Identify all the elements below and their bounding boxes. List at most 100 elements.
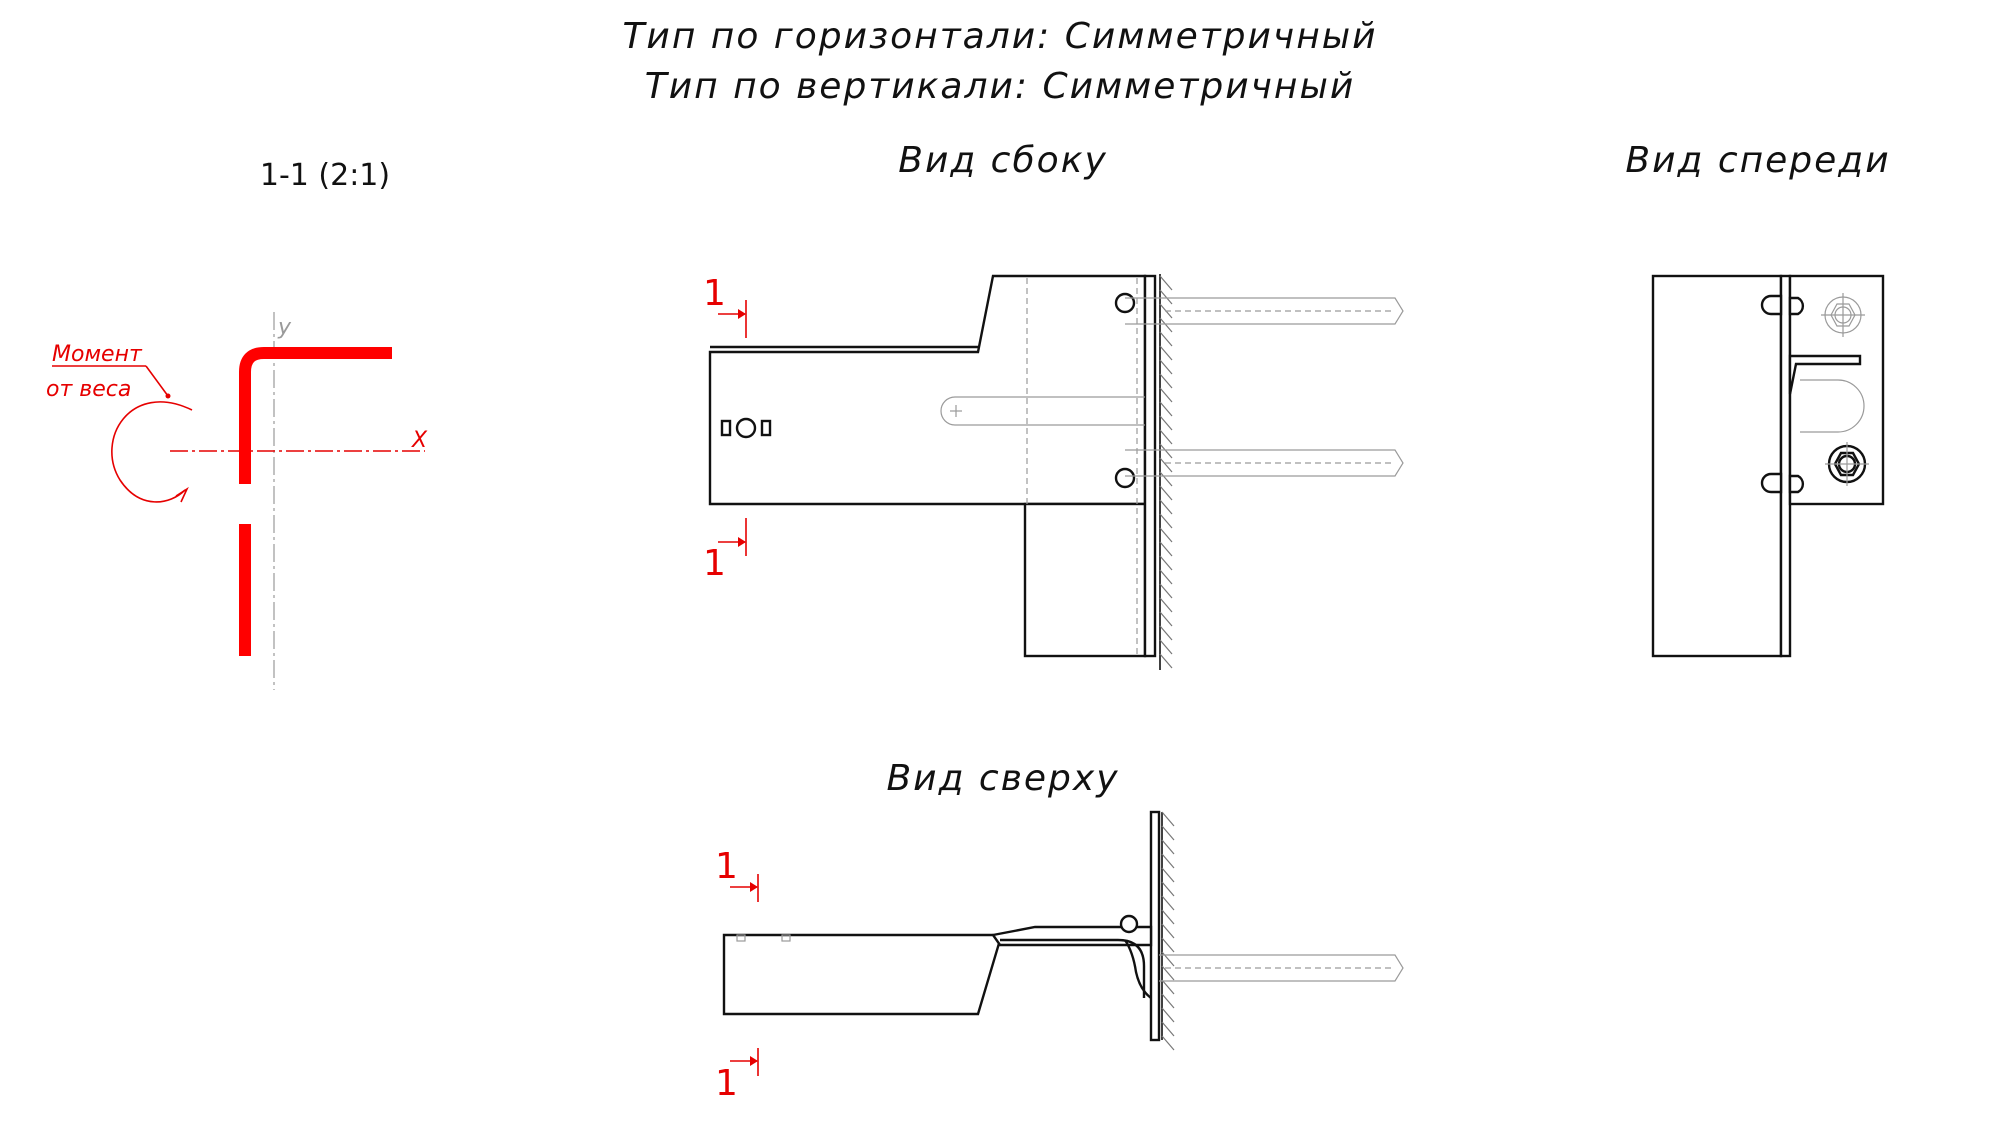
hatch-stroke bbox=[1159, 401, 1173, 417]
hatch-stroke bbox=[1161, 1021, 1175, 1037]
side-cut-mark-lower: 1 bbox=[703, 543, 726, 584]
hatch-stroke bbox=[1159, 569, 1173, 585]
hatch-stroke bbox=[1159, 275, 1173, 291]
moment-label-line2: от веса bbox=[46, 377, 131, 402]
front-bent-tab bbox=[1788, 354, 1862, 395]
hatch-stroke bbox=[1159, 429, 1173, 445]
side-cut-arrow-upper-head bbox=[738, 309, 746, 319]
hatch-stroke bbox=[1159, 597, 1173, 613]
top-cut-arrow-lower-head bbox=[750, 1056, 758, 1066]
hatch-stroke bbox=[1159, 555, 1173, 571]
side-fixing-hole bbox=[735, 417, 757, 439]
top-weld-fillet bbox=[1123, 939, 1152, 999]
side-bracket-arm bbox=[708, 274, 1147, 506]
hatch-stroke bbox=[1159, 387, 1173, 403]
section-1-1: y X Момент от веса bbox=[46, 312, 428, 690]
hatch-stroke bbox=[1159, 471, 1173, 487]
hatch-stroke bbox=[1161, 811, 1175, 827]
hatch-stroke bbox=[1159, 527, 1173, 543]
hatch-stroke bbox=[1159, 625, 1173, 641]
moment-arrow-head bbox=[175, 486, 189, 503]
top-wall-hatch bbox=[1161, 811, 1175, 1051]
hatch-stroke bbox=[1159, 331, 1173, 347]
hatch-stroke bbox=[1159, 443, 1173, 459]
side-wall-hatch bbox=[1159, 275, 1173, 669]
hatch-stroke bbox=[1161, 853, 1175, 869]
hatch-stroke bbox=[1159, 317, 1173, 333]
side-anchor-bolt-lower bbox=[1125, 449, 1404, 477]
hatch-stroke bbox=[1161, 909, 1175, 925]
top-bent-profile-inner bbox=[1000, 938, 1146, 998]
side-bracket-lower-block bbox=[1023, 502, 1147, 658]
side-cut-mark-upper: 1 bbox=[703, 273, 726, 314]
side-anchor-bolt-upper bbox=[1125, 297, 1404, 325]
top-anchor-bolt bbox=[1159, 954, 1404, 982]
hatch-stroke bbox=[1161, 923, 1175, 939]
header-horizontal-type: Тип по горизонтали: Симметричный bbox=[622, 16, 1377, 57]
front-side-nut-upper bbox=[1760, 294, 1783, 316]
hatch-stroke bbox=[1159, 653, 1173, 669]
hatch-stroke bbox=[1159, 499, 1173, 515]
side-view-title: Вид сбоку bbox=[898, 140, 1108, 181]
hatch-stroke bbox=[1159, 457, 1173, 473]
front-bolt-lower bbox=[1825, 442, 1869, 486]
hatch-stroke bbox=[1161, 839, 1175, 855]
front-slot bbox=[1800, 379, 1865, 433]
top-hidden-tab bbox=[736, 934, 746, 942]
hatch-stroke bbox=[1159, 485, 1173, 501]
moment-label-line1: Момент bbox=[52, 342, 143, 367]
side-cut-arrow-lower-head bbox=[738, 537, 746, 547]
front-view bbox=[1651, 274, 1885, 658]
side-bolt-head-lower bbox=[1114, 467, 1136, 489]
hatch-stroke bbox=[1159, 359, 1173, 375]
hatch-stroke bbox=[1159, 639, 1173, 655]
top-cut-mark-lower: 1 bbox=[715, 1063, 738, 1104]
hatch-stroke bbox=[1161, 881, 1175, 897]
y-axis-label: y bbox=[277, 315, 292, 340]
top-cut-mark-upper: 1 bbox=[715, 846, 738, 887]
hatch-stroke bbox=[1159, 513, 1173, 529]
hatch-stroke bbox=[1161, 951, 1175, 967]
hatch-stroke bbox=[1159, 373, 1173, 389]
hatch-stroke bbox=[1161, 1035, 1175, 1051]
front-mount-plate bbox=[1779, 274, 1792, 658]
moment-arrow-curve bbox=[111, 401, 193, 503]
side-bolt-head-upper bbox=[1114, 292, 1136, 314]
side-slot bbox=[940, 396, 1145, 426]
front-view-title: Вид спереди bbox=[1625, 140, 1890, 181]
top-hidden-tab bbox=[781, 934, 791, 942]
section-view-title: 1-1 (2:1) bbox=[260, 158, 390, 193]
hatch-stroke bbox=[1161, 937, 1175, 953]
front-bolt-upper bbox=[1821, 293, 1865, 337]
x-axis-label: X bbox=[411, 428, 428, 453]
hatch-stroke bbox=[1161, 1007, 1175, 1023]
hatch-stroke bbox=[1161, 993, 1175, 1009]
moment-leader bbox=[145, 365, 169, 397]
hatch-stroke bbox=[1159, 541, 1173, 557]
hatch-stroke bbox=[1159, 583, 1173, 599]
top-cut-arrow-upper-head bbox=[750, 882, 758, 892]
front-side-nut-upper-right bbox=[1788, 296, 1805, 316]
front-bracket-body bbox=[1651, 274, 1783, 658]
top-view-title: Вид сверху bbox=[886, 758, 1119, 799]
top-bracket-body bbox=[722, 933, 1002, 1016]
side-view: 1 1 bbox=[703, 273, 1404, 670]
hatch-stroke bbox=[1161, 979, 1175, 995]
angle-profile-upper bbox=[239, 347, 392, 484]
moment-leader-dot bbox=[165, 393, 171, 399]
header-vertical-type: Тип по вертикали: Симметричный bbox=[645, 66, 1356, 107]
hatch-stroke bbox=[1161, 867, 1175, 883]
top-bolt-head bbox=[1119, 914, 1139, 934]
side-fixing-nut bbox=[720, 419, 732, 437]
front-side-nut-lower bbox=[1760, 472, 1783, 494]
hatch-stroke bbox=[1159, 415, 1173, 431]
hatch-stroke bbox=[1161, 895, 1175, 911]
front-side-nut-lower-right bbox=[1788, 474, 1805, 494]
hatch-stroke bbox=[1161, 825, 1175, 841]
hatch-stroke bbox=[1159, 611, 1173, 627]
top-view: 1 1 bbox=[715, 810, 1404, 1104]
hatch-stroke bbox=[1161, 965, 1175, 981]
hatch-stroke bbox=[1159, 345, 1173, 361]
hatch-stroke bbox=[1159, 289, 1173, 305]
